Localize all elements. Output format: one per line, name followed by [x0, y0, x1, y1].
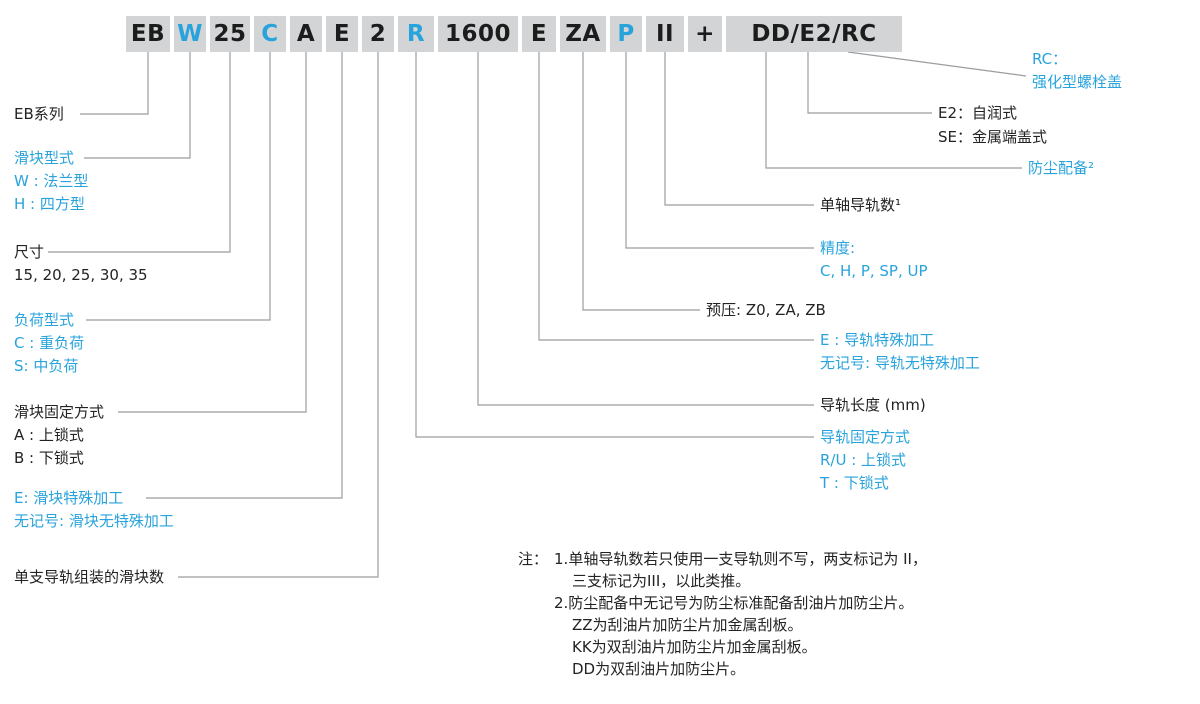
label-block-mounting: 滑块固定方式	[14, 403, 105, 421]
label-rail-special-none: 无记号: 导轨无特殊加工	[820, 354, 980, 372]
connector-c	[86, 52, 271, 321]
label-rail-count: 单轴导轨数¹	[820, 196, 902, 214]
connector-e-rail	[538, 52, 814, 341]
code-seg-25: 25	[210, 16, 250, 52]
code-seg-e-rail: E	[522, 16, 556, 52]
code-seg-p: P	[610, 16, 642, 52]
label-block-mounting-b: B : 下锁式	[14, 449, 84, 467]
connector-2	[178, 52, 379, 578]
label-rail-special: E : 导轨特殊加工	[820, 331, 935, 349]
connector-p	[625, 52, 814, 249]
label-preload: 预压: Z0, ZA, ZB	[706, 301, 826, 319]
connector-1600	[477, 52, 814, 406]
note-line-1: 1.单轴导轨数若只使用一支导轨则不写，两支标记为 II，	[554, 550, 927, 568]
code-seg-a: A	[290, 16, 322, 52]
note-row-5: KK为双刮油片加防尘片加金属刮板。	[572, 638, 817, 656]
label-block-type-w: W : 法兰型	[14, 172, 89, 190]
note-row-1: 注： 1.单轴导轨数若只使用一支导轨则不写，两支标记为 II，	[518, 548, 927, 570]
label-block-type: 滑块型式	[14, 149, 75, 167]
connector-rc	[847, 51, 1027, 77]
note-row-4: ZZ为刮油片加防尘片加金属刮板。	[572, 616, 803, 634]
code-seg-ii: II	[646, 16, 684, 52]
connector-e2	[807, 52, 932, 114]
code-seg-e-block: E	[326, 16, 358, 52]
code-seg-dust-options: DD/E2/RC	[726, 16, 902, 52]
note-row-2: 三支标记为III，以此类推。	[572, 572, 751, 590]
label-block-special-none: 无记号: 滑块无特殊加工	[14, 512, 174, 530]
notes-block: 注： 1.单轴导轨数若只使用一支导轨则不写，两支标记为 II， 三支标记为III，…	[518, 548, 927, 680]
code-seg-c: C	[254, 16, 286, 52]
label-load-c: C : 重负荷	[14, 334, 85, 352]
label-eb-series: EB系列	[14, 105, 64, 123]
connector-dd	[765, 52, 1022, 169]
code-seg-plus: +	[688, 16, 722, 52]
label-size: 尺寸	[14, 243, 45, 261]
label-rail-mounting-ru: R/U : 上锁式	[820, 451, 907, 469]
code-seg-2: 2	[362, 16, 394, 52]
label-size-values: 15, 20, 25, 30, 35	[14, 266, 148, 284]
connector-w	[84, 52, 191, 159]
label-rc-title: RC：	[1032, 50, 1068, 68]
connector-eb	[80, 52, 149, 115]
label-rail-mounting: 导轨固定方式	[820, 428, 911, 446]
label-load-s: S: 中负荷	[14, 357, 79, 375]
label-precision: 精度:	[820, 239, 856, 257]
code-seg-za: ZA	[560, 16, 606, 52]
note-row-3: 2.防尘配备中无记号为防尘标准配备刮油片加防尘片。	[554, 594, 914, 612]
code-seg-1600: 1600	[438, 16, 518, 52]
label-precision-values: C, H, P, SP, UP	[820, 262, 928, 280]
label-block-mounting-a: A : 上锁式	[14, 426, 84, 444]
label-block-special: E: 滑块特殊加工	[14, 489, 124, 507]
code-seg-r: R	[398, 16, 434, 52]
label-block-type-h: H : 四方型	[14, 195, 85, 213]
connector-25	[48, 52, 231, 253]
note-row-6: DD为双刮油片加防尘片。	[572, 660, 746, 678]
code-seg-w: W	[174, 16, 206, 52]
code-seg-eb: EB	[126, 16, 170, 52]
label-rail-mounting-t: T : 下锁式	[820, 474, 889, 492]
note-prefix: 注：	[518, 550, 549, 568]
label-rail-length: 导轨长度 (mm)	[820, 396, 926, 414]
connector-za	[582, 52, 700, 311]
label-e2-self-lube: E2：自润式	[938, 104, 1018, 122]
connector-ii	[664, 52, 814, 206]
label-rc-desc: 强化型螺栓盖	[1032, 73, 1123, 91]
label-se-metal-cap: SE：金属端盖式	[938, 128, 1047, 146]
label-load-type: 负荷型式	[14, 311, 75, 329]
label-blocks-per-rail: 单支导轨组装的滑块数	[14, 568, 165, 586]
connector-a	[118, 52, 307, 413]
connector-e-block	[146, 52, 343, 499]
label-dust-option: 防尘配备²	[1028, 159, 1095, 177]
connector-r	[415, 52, 814, 438]
